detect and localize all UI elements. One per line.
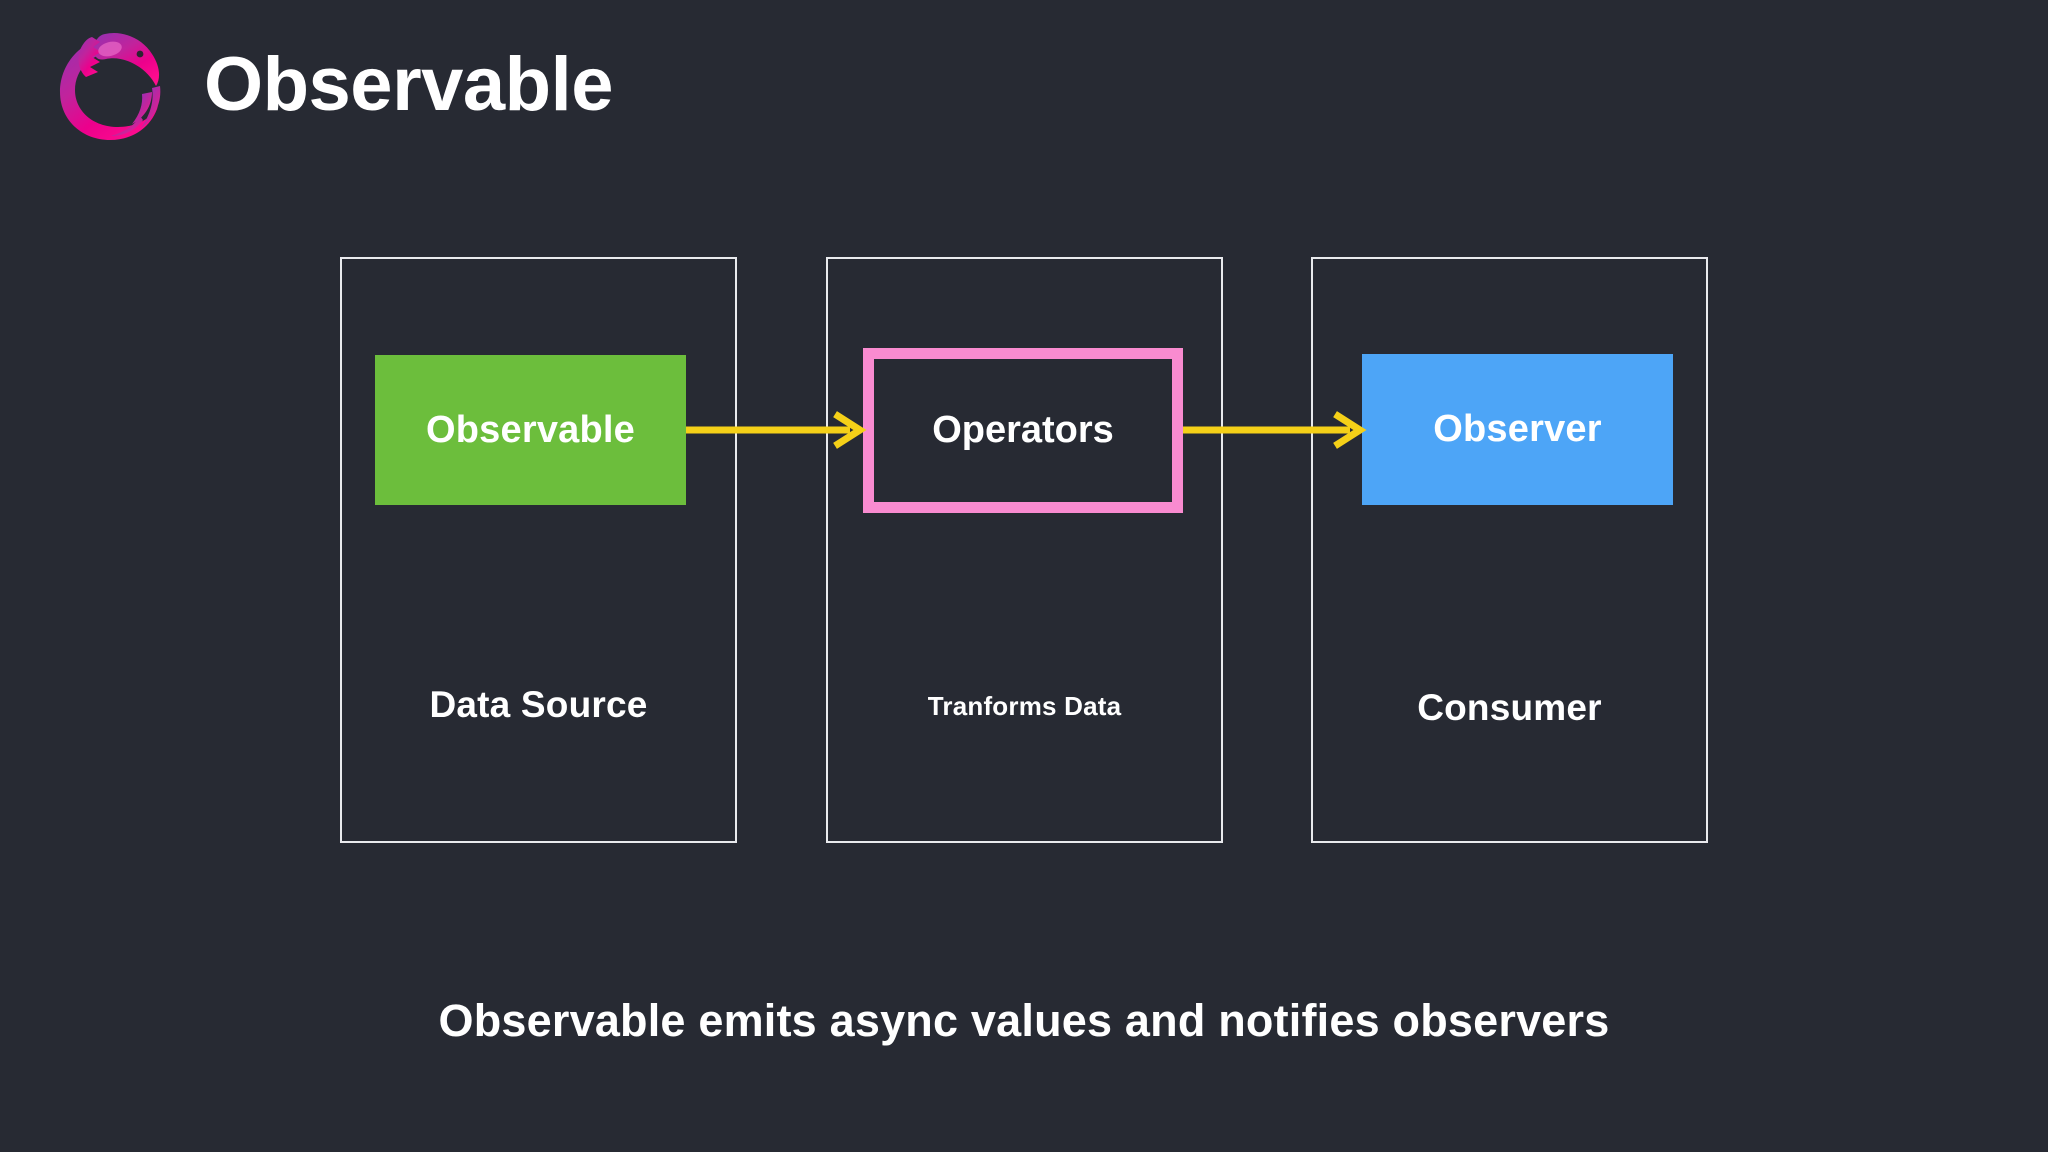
panel-caption-consumer: Consumer	[1417, 687, 1602, 728]
panel-data-source: Data Source	[340, 257, 737, 843]
arrow-operators-to-observer	[1183, 410, 1368, 450]
node-operators-label: Operators	[932, 409, 1114, 451]
rxjs-dragon-logo-icon	[48, 20, 176, 148]
page-title: Observable	[204, 42, 614, 127]
panel-consumer: Consumer	[1311, 257, 1708, 843]
arrow-observable-to-operators	[686, 410, 868, 450]
node-observable[interactable]: Observable	[375, 355, 686, 505]
node-observable-label: Observable	[426, 408, 635, 451]
panel-caption-operators: Tranforms Data	[927, 691, 1122, 721]
node-operators[interactable]: Operators	[863, 348, 1183, 513]
node-observer[interactable]: Observer	[1362, 354, 1673, 505]
page-header: Observable	[48, 20, 614, 148]
panel-operators: Tranforms Data	[826, 257, 1223, 843]
footer-caption: Observable emits async values and notifi…	[438, 995, 1610, 1046]
panel-caption-data-source: Data Source	[429, 684, 648, 725]
node-observer-label: Observer	[1433, 408, 1602, 450]
